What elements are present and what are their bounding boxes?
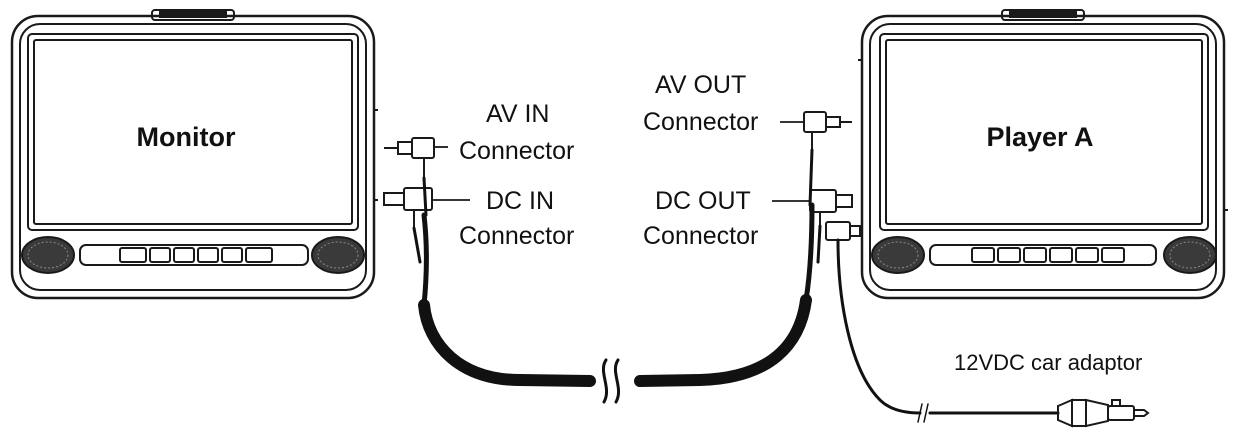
av-in-label: AV IN <box>486 100 549 128</box>
player-left-speaker <box>871 236 925 274</box>
leader-lines <box>432 121 810 202</box>
dc-in-label: DC IN <box>486 187 554 215</box>
dc-out-label: DC OUT <box>655 187 751 215</box>
dc-in-label-connector: Connector <box>459 222 574 250</box>
monitor-left-speaker <box>21 236 75 274</box>
car-adaptor-label: 12VDC car adaptor <box>954 350 1142 375</box>
player-screen <box>879 33 1209 231</box>
car-adaptor-icon <box>1057 398 1150 428</box>
monitor-device <box>10 9 378 300</box>
player-right-speaker <box>1163 236 1217 274</box>
av-in-plug <box>384 137 435 178</box>
monitor-screen <box>27 33 359 231</box>
monitor-control-buttons <box>79 244 309 266</box>
player-device <box>858 9 1228 300</box>
dc-out-label-connector: Connector <box>643 222 758 250</box>
monitor-right-speaker <box>311 236 365 274</box>
main-cable-left <box>418 299 596 387</box>
av-out-plug <box>803 111 852 150</box>
dc-in-plug <box>383 187 433 228</box>
av-out-label-connector: Connector <box>643 108 758 136</box>
dc-out-plug <box>809 189 853 226</box>
player-label: Player A <box>986 122 1093 152</box>
cables <box>412 148 1060 423</box>
adaptor-plug <box>825 221 861 241</box>
av-out-label: AV OUT <box>655 71 746 99</box>
monitor-label: Monitor <box>137 122 236 152</box>
player-control-buttons <box>929 244 1157 266</box>
av-in-label-connector: Connector <box>459 137 574 165</box>
main-cable-right <box>634 294 812 387</box>
